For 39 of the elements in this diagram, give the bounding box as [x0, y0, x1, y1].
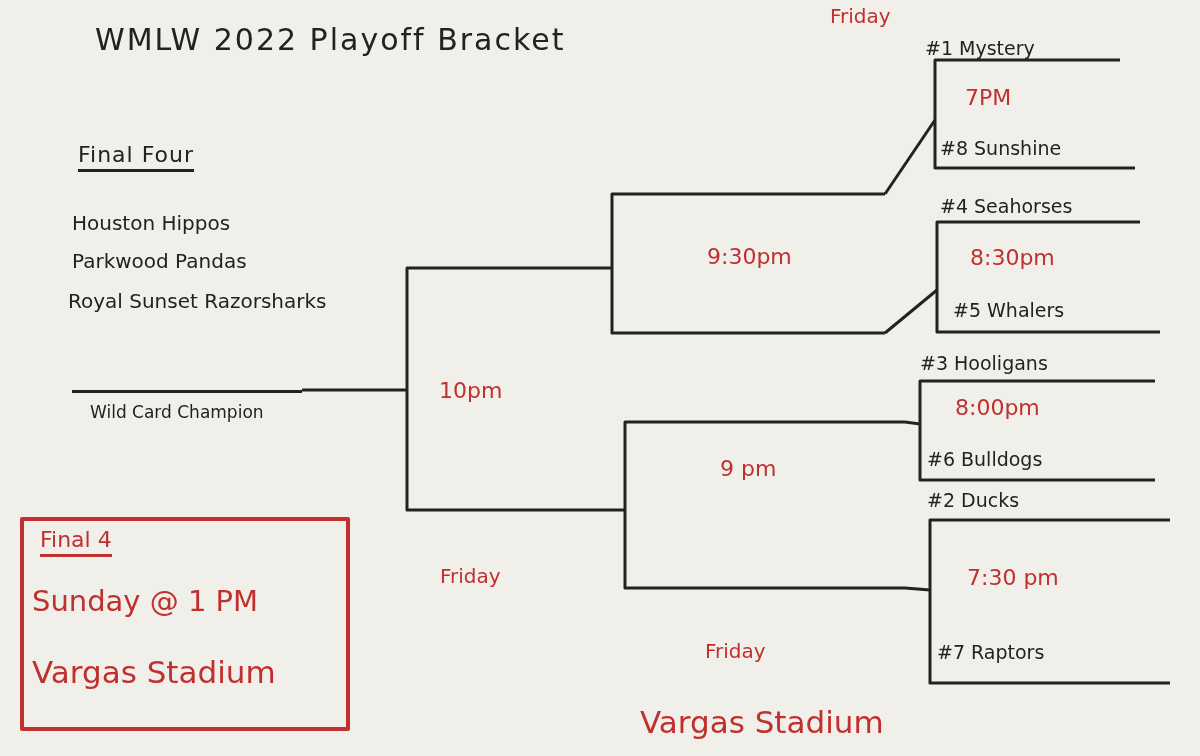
bracket: [935, 200, 1160, 335]
bracket: [625, 422, 905, 590]
game-time: 8:30pm: [970, 245, 1055, 271]
connector-line: [590, 508, 625, 512]
game-time: 7:30 pm: [967, 565, 1059, 591]
day-label: Friday: [830, 5, 891, 28]
game-time: 9:30pm: [707, 244, 792, 270]
team-name: #7 Raptors: [937, 642, 1045, 664]
day-label: Friday: [705, 640, 766, 663]
info-box: [18, 515, 350, 733]
team-name: Royal Sunset Razorsharks: [68, 290, 327, 313]
connector-line: [904, 586, 931, 592]
venue-name: Vargas Stadium: [32, 655, 276, 691]
game-time: 8:00pm: [955, 395, 1040, 421]
section-heading: Final Four: [78, 142, 194, 173]
team-name: #1 Mystery: [925, 38, 1035, 60]
game-time: 9 pm: [720, 456, 777, 482]
day-label: Friday: [440, 565, 501, 588]
team-name: #2 Ducks: [927, 490, 1020, 512]
team-name: #8 Sunshine: [940, 138, 1062, 160]
team-name: #6 Bulldogs: [927, 449, 1043, 471]
team-name: #5 Whalers: [953, 300, 1065, 322]
connector-line: [884, 288, 938, 335]
team-name: Houston Hippos: [72, 212, 231, 235]
box-heading: Final 4: [40, 527, 112, 558]
connector-line: [590, 266, 612, 270]
connector-line: [904, 420, 921, 426]
game-time: 10pm: [439, 378, 503, 404]
team-name: #4 Seahorses: [940, 196, 1073, 218]
bracket: [407, 268, 590, 512]
title: WMLW 2022 Playoff Bracket: [95, 22, 566, 57]
team-name: Parkwood Pandas: [72, 250, 247, 273]
date-time: Sunday @ 1 PM: [32, 585, 259, 619]
team-name: #3 Hooligans: [920, 353, 1048, 375]
team-name: Wild Card Champion: [90, 403, 264, 423]
venue-name: Vargas Stadium: [640, 705, 884, 741]
game-time: 7PM: [965, 85, 1012, 111]
connector-line: [302, 388, 407, 392]
connector-line: [883, 119, 937, 195]
